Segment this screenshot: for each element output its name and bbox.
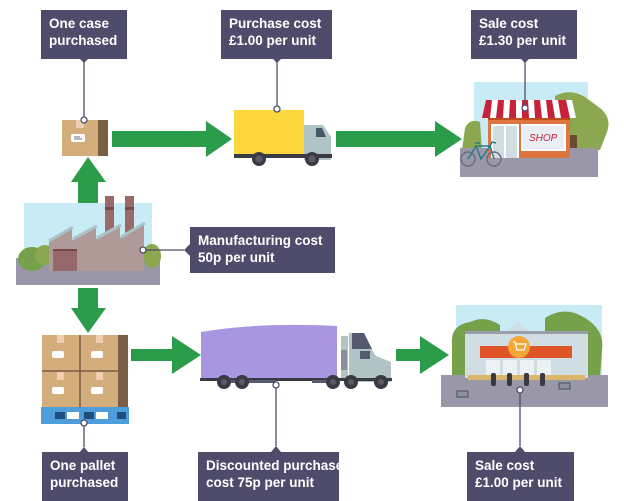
callout-sale-cost-supermarket: Sale cost £1.00 per unit (467, 452, 574, 501)
lorry-icon (200, 324, 392, 389)
pallet-icon (41, 335, 129, 424)
callout-sale-cost-shop-line2: £1.30 per unit (479, 33, 567, 48)
pin-pallet (80, 419, 88, 427)
callout-manufacturing-cost-line1: Manufacturing cost (198, 233, 323, 248)
arrow-pallet-to-lorry (131, 336, 201, 374)
arrow-factory-to-pallet (71, 288, 106, 333)
pin-factory (139, 246, 147, 254)
callout-one-case-line1: One case (49, 16, 110, 31)
callout-sale-cost-shop: Sale cost £1.30 per unit (471, 10, 577, 59)
callout-pointers (79, 58, 530, 453)
arrow-factory-to-case (71, 157, 106, 203)
shop-icon: SHOP (460, 82, 609, 177)
callout-one-case-line2: purchased (49, 33, 118, 48)
pin-shop (521, 104, 529, 112)
callout-purchase-cost-line2: £1.00 per unit (229, 33, 317, 48)
callout-sale-cost-supermarket-line1: Sale cost (475, 458, 535, 473)
callout-sale-cost-shop-line1: Sale cost (479, 16, 539, 31)
callout-sale-cost-supermarket-line2: £1.00 per unit (475, 475, 563, 490)
supermarket-icon (441, 305, 608, 407)
callout-purchase-cost-line1: Purchase cost (229, 16, 322, 31)
callout-discounted-purchase-line1: Discounted purchase (206, 458, 344, 473)
callout-one-pallet-line1: One pallet (50, 458, 116, 473)
callout-purchase-cost: Purchase cost £1.00 per unit (221, 10, 332, 59)
pin-case (80, 116, 88, 124)
pin-truck (273, 105, 281, 113)
factory-icon (16, 196, 161, 285)
pin-supermarket (516, 386, 524, 394)
callout-discounted-purchase-line2: cost 75p per unit (206, 475, 315, 490)
callout-manufacturing-cost-line2: 50p per unit (198, 250, 275, 265)
connectors (80, 60, 529, 447)
callout-one-pallet-line2: purchased (50, 475, 119, 490)
arrow-truck-to-shop (336, 121, 462, 157)
callout-one-case: One case purchased (41, 10, 127, 59)
shop-sign-text: SHOP (529, 133, 558, 144)
callout-discounted-purchase: Discounted purchase cost 75p per unit (198, 452, 344, 501)
arrow-lorry-to-supermarket (396, 336, 449, 374)
arrow-case-to-truck (112, 121, 232, 157)
pin-lorry (272, 381, 280, 389)
box-icon (62, 120, 108, 156)
callout-manufacturing-cost: Manufacturing cost 50p per unit (190, 227, 335, 273)
truck-icon (234, 110, 332, 166)
callout-one-pallet: One pallet purchased (42, 452, 128, 501)
